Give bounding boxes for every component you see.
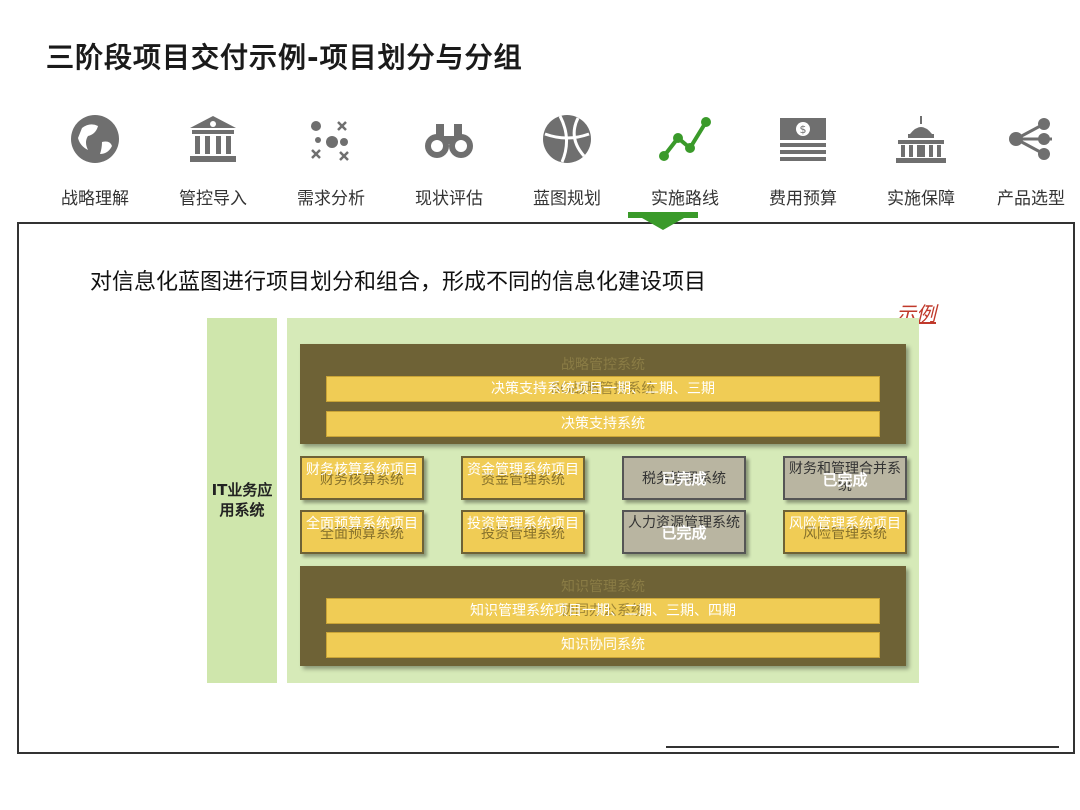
- knowledge-project-bar: 协同办公系统 知识管理系统项目一期、二期、三期、四期: [326, 598, 880, 624]
- knowledge-system-bar: 知识协同系统: [326, 632, 880, 658]
- bar-label: 知识管理系统项目一期、二期、三期、四期: [470, 603, 736, 619]
- system-box: 全面预算系统 全面预算系统项目: [300, 510, 424, 554]
- group-title: 战略管控系统: [561, 357, 645, 373]
- system-box: 人力资源管理系统 已完成: [622, 510, 746, 554]
- nav-label: 实施保障: [887, 189, 955, 209]
- nav-item-support[interactable]: 实施保障: [866, 112, 976, 209]
- nav-label: 费用预算: [769, 189, 837, 209]
- nav-label: 管控导入: [179, 189, 247, 209]
- system-box: 财务核算系统 财务核算系统项目: [300, 456, 424, 500]
- decision-project-bar: SG战略管控系统 决策支持系统项目一期、二期、三期: [326, 376, 880, 402]
- basketball-icon: [543, 115, 591, 163]
- nav-item-selection[interactable]: 产品选型: [976, 112, 1080, 209]
- bar-label: 决策支持系统: [561, 416, 645, 432]
- system-project: 全面预算系统项目: [306, 516, 418, 532]
- share-icon: [1009, 118, 1052, 160]
- bank-icon: [190, 116, 236, 162]
- system-name: 资金管理系统: [481, 472, 565, 488]
- bar-underlay-label: 协同办公系统: [561, 603, 645, 619]
- nav-label: 蓝图规划: [533, 189, 601, 209]
- nav-label: 现状评估: [415, 189, 483, 209]
- nav-label: 战略理解: [61, 189, 129, 209]
- nav-label: 实施路线: [651, 189, 719, 209]
- scatter-dots-icon: [311, 121, 349, 161]
- status-badge: 已完成: [661, 470, 707, 488]
- globe-icon: [71, 115, 119, 163]
- nav-item-roadmap[interactable]: 实施路线: [630, 112, 740, 209]
- system-name: 全面预算系统: [320, 526, 404, 542]
- system-name: 财务核算系统: [320, 472, 404, 488]
- nav-item-assessment[interactable]: 现状评估: [394, 112, 504, 209]
- nav-item-requirements[interactable]: 需求分析: [276, 112, 386, 209]
- nav-label: 产品选型: [997, 189, 1065, 209]
- system-name: 财务和管理合并系统: [789, 461, 901, 494]
- decision-system-bar: 决策支持系统: [326, 411, 880, 437]
- system-box: 风险管理系统 风险管理系统项目: [783, 510, 907, 554]
- capitol-building-icon: [896, 116, 946, 163]
- system-name: 人力资源管理系统: [628, 515, 740, 531]
- system-name: 风险管理系统: [803, 526, 887, 542]
- system-box: 财务和管理合并系统 已完成: [783, 456, 907, 500]
- footer-divider: [666, 746, 1059, 748]
- system-box: 投资管理系统 投资管理系统项目: [461, 510, 585, 554]
- bar-underlay-label: SG战略管控系统: [550, 381, 656, 397]
- left-category-label: IT业务应用系统: [211, 481, 273, 519]
- process-nav: 战略理解 管控导入 需求分析: [40, 112, 1080, 212]
- diagram-subtitle: 对信息化蓝图进行项目划分和组合，形成不同的信息化建设项目: [90, 270, 707, 295]
- svg-text:$: $: [800, 123, 807, 136]
- group-title: 知识管理系统: [561, 579, 645, 595]
- bar-label: 决策支持系统项目一期、二期、三期: [491, 381, 715, 397]
- left-category-panel: [207, 318, 277, 683]
- system-name: 投资管理系统: [481, 526, 565, 542]
- line-chart-icon: [659, 117, 711, 161]
- status-badge: 已完成: [661, 524, 707, 542]
- money-icon: $: [780, 118, 826, 161]
- system-project: 风险管理系统项目: [789, 516, 901, 532]
- binoculars-icon: [425, 124, 473, 158]
- system-box: 税务管理系统 已完成: [622, 456, 746, 500]
- system-name: 税务管理系统: [642, 471, 726, 487]
- system-project: 资金管理系统项目: [467, 462, 579, 478]
- nav-item-strategy[interactable]: 战略理解: [40, 112, 150, 209]
- system-project: 财务核算系统项目: [306, 462, 418, 478]
- nav-item-blueprint[interactable]: 蓝图规划: [512, 112, 622, 209]
- status-badge: 已完成: [822, 471, 868, 489]
- nav-label: 需求分析: [297, 189, 365, 209]
- active-step-arrow-icon: [628, 212, 698, 230]
- nav-item-budget[interactable]: $ 费用预算: [748, 112, 858, 209]
- bar-label: 知识协同系统: [561, 637, 645, 653]
- system-project: 投资管理系统项目: [467, 516, 579, 532]
- page-title: 三阶段项目交付示例-项目划分与分组: [46, 41, 523, 74]
- system-box: 资金管理系统 资金管理系统项目: [461, 456, 585, 500]
- nav-item-control[interactable]: 管控导入: [158, 112, 268, 209]
